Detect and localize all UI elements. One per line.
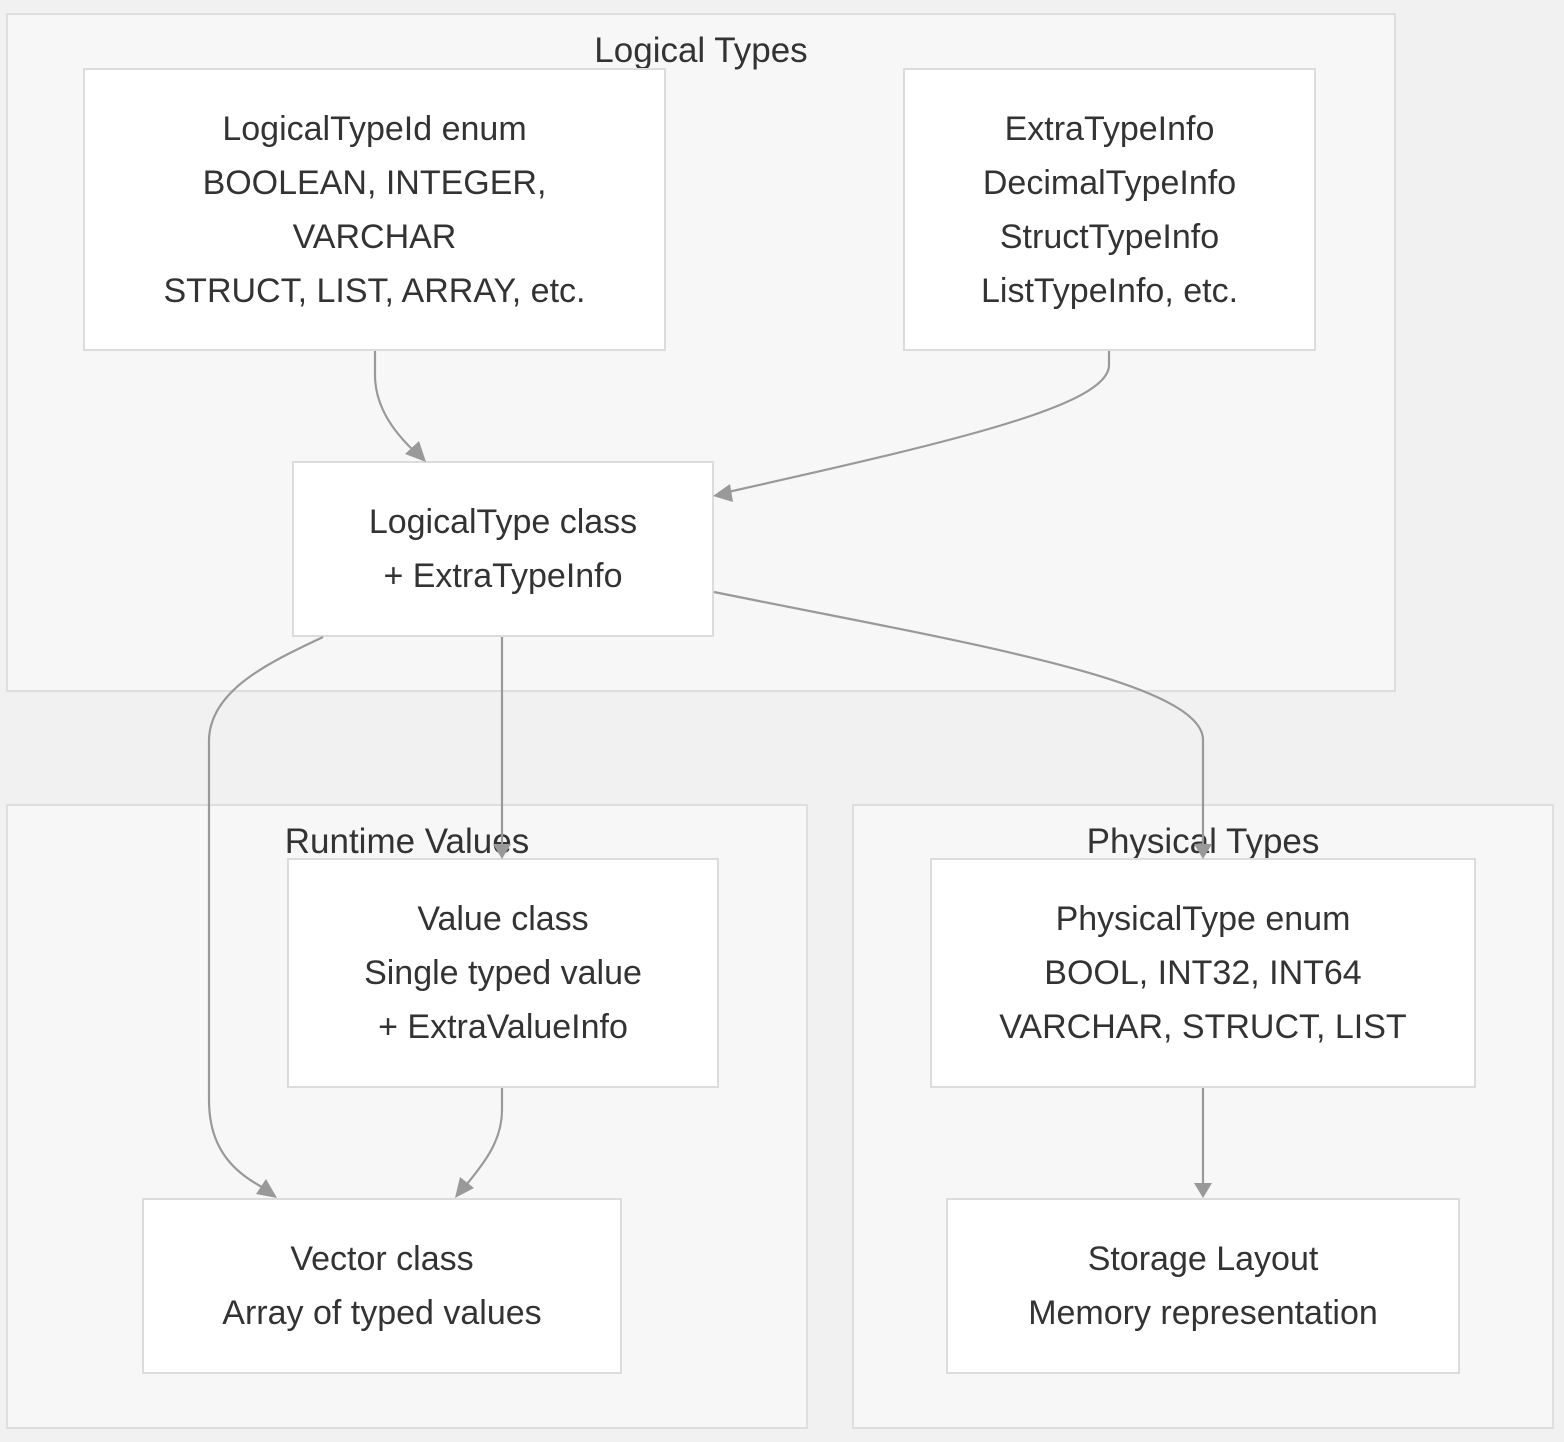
node-line: PhysicalType enum (1055, 900, 1351, 938)
node-line: Vector class (290, 1240, 474, 1278)
node-line: + ExtraTypeInfo (383, 557, 623, 595)
node-line: + ExtraValueInfo (378, 1008, 628, 1046)
node-logical-type-id-enum: LogicalTypeId enum BOOLEAN, INTEGER, VAR… (83, 68, 666, 351)
node-extra-type-info: ExtraTypeInfo DecimalTypeInfo StructType… (903, 68, 1316, 351)
node-line: StructTypeInfo (999, 217, 1220, 256)
node-value-class: Value class Single typed value + ExtraVa… (287, 858, 719, 1088)
node-storage-layout: Storage Layout Memory representation (946, 1198, 1460, 1374)
node-line: Memory representation (1028, 1294, 1378, 1332)
node-line: Storage Layout (1087, 1240, 1319, 1278)
node-line: VARCHAR, STRUCT, LIST (999, 1008, 1407, 1046)
node-line: Value class (417, 900, 589, 938)
cluster-title-runtime-values: Runtime Values (284, 822, 530, 861)
cluster-title-logical-types: Logical Types (594, 31, 808, 70)
node-line: Array of typed values (222, 1294, 542, 1332)
node-line: STRUCT, LIST, ARRAY, etc. (163, 271, 586, 310)
node-line: LogicalTypeId enum (222, 109, 527, 148)
node-line: VARCHAR (292, 217, 457, 256)
node-logical-type-class: LogicalType class + ExtraTypeInfo (292, 461, 714, 637)
node-line: DecimalTypeInfo (982, 163, 1237, 202)
node-line: ExtraTypeInfo (1004, 109, 1215, 148)
node-line: BOOL, INT32, INT64 (1044, 954, 1362, 992)
node-line: LogicalType class (368, 503, 638, 541)
node-line: BOOLEAN, INTEGER, (202, 163, 547, 202)
node-vector-class: Vector class Array of typed values (142, 1198, 622, 1374)
cluster-title-physical-types: Physical Types (1086, 822, 1320, 861)
node-line: ListTypeInfo, etc. (980, 271, 1239, 310)
node-physical-type-enum: PhysicalType enum BOOL, INT32, INT64 VAR… (930, 858, 1476, 1088)
node-line: Single typed value (364, 954, 642, 992)
